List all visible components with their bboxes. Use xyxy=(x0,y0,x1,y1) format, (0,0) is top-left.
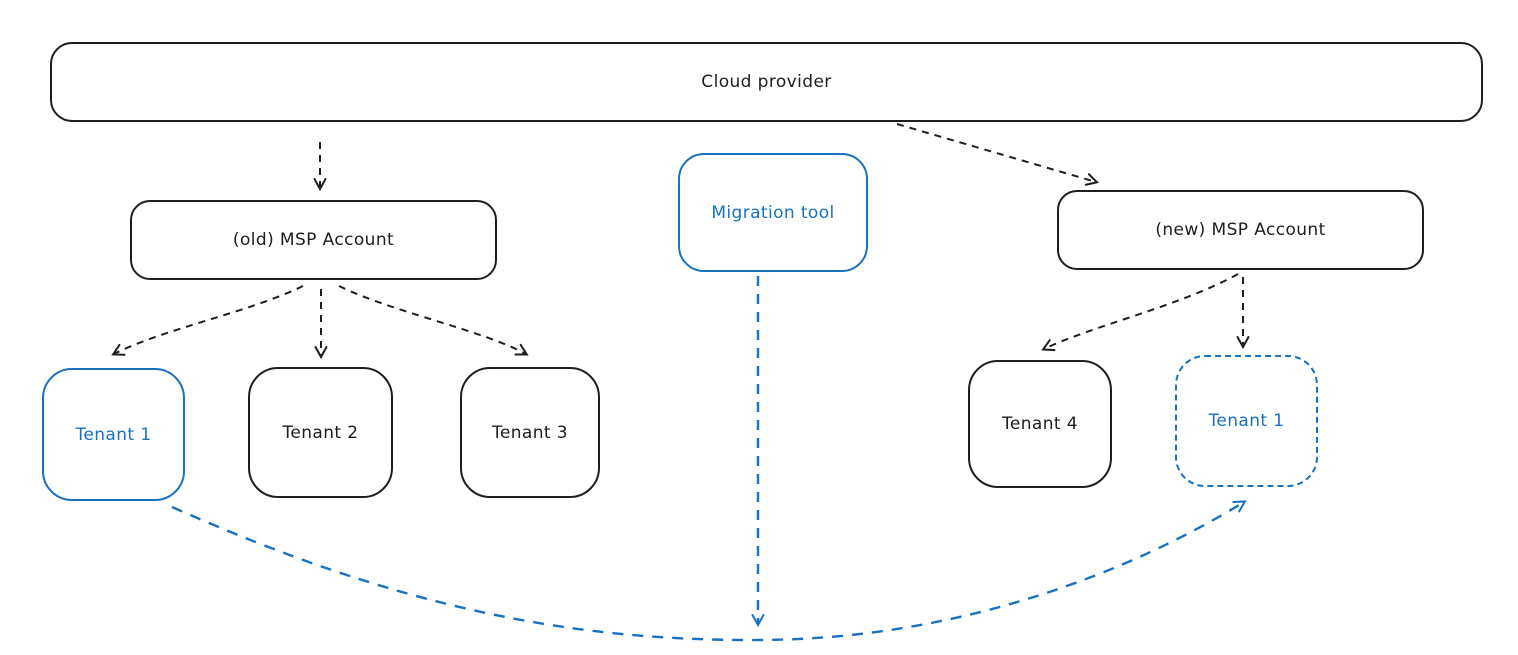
node-old-msp-account: (old) MSP Account xyxy=(130,200,497,280)
node-tenant-2: Tenant 2 xyxy=(248,367,393,498)
node-tenant-4-label: Tenant 4 xyxy=(1001,414,1078,434)
node-new-msp-account-label: (new) MSP Account xyxy=(1155,220,1326,240)
node-tenant-4: Tenant 4 xyxy=(968,360,1112,488)
edge-new-msp-to-tenant4 xyxy=(1041,273,1239,352)
node-new-msp-account: (new) MSP Account xyxy=(1057,190,1424,270)
node-tenant-1-new-label: Tenant 1 xyxy=(1208,411,1285,431)
edge-old-msp-to-tenant3 xyxy=(338,285,529,356)
node-migration-tool: Migration tool xyxy=(678,153,868,272)
edge-cloud-provider-to-new-msp xyxy=(896,123,1099,186)
node-migration-tool-label: Migration tool xyxy=(711,202,835,223)
node-old-msp-account-label: (old) MSP Account xyxy=(232,230,395,250)
node-tenant-1-old: Tenant 1 xyxy=(42,368,185,501)
edge-tenant1-old-to-tenant1-new xyxy=(171,500,1247,642)
node-cloud-provider: Cloud provider xyxy=(50,42,1483,122)
node-cloud-provider-label: Cloud provider xyxy=(701,72,832,92)
node-tenant-3-label: Tenant 3 xyxy=(491,422,568,443)
node-tenant-3: Tenant 3 xyxy=(460,367,600,498)
node-tenant-1-new: Tenant 1 xyxy=(1175,355,1318,487)
edge-old-msp-to-tenant1 xyxy=(111,285,304,356)
node-tenant-2-label: Tenant 2 xyxy=(282,422,359,443)
node-tenant-1-old-label: Tenant 1 xyxy=(75,424,152,445)
